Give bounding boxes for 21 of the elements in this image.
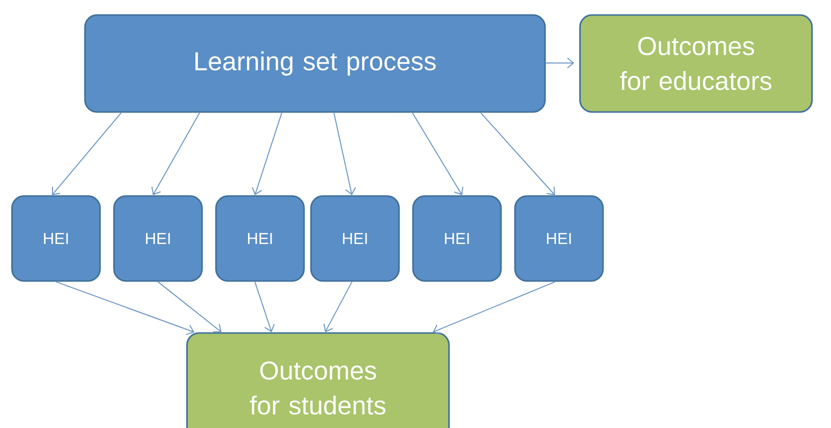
process-box: Learning set process [84,14,546,113]
institution-box: HEI [514,195,604,282]
institution-box: HEI [412,195,502,282]
arrow [252,112,282,196]
institution-box: HEI [215,195,305,282]
arrow [432,281,556,335]
institution-box: HEI [113,195,203,282]
arrow [151,112,200,196]
institution-box: HEI [11,195,101,282]
outcome-box: Outcomes for students [186,332,450,428]
arrow [545,58,574,68]
arrow [56,281,194,336]
arrow [333,112,356,196]
outcome-box: Outcomes for educators [579,14,813,113]
arrow [254,281,275,332]
arrow [52,112,122,196]
institution-box: HEI [310,195,400,282]
arrow [480,112,555,196]
arrow [412,112,464,196]
arrow [158,281,222,332]
arrow [323,281,352,332]
